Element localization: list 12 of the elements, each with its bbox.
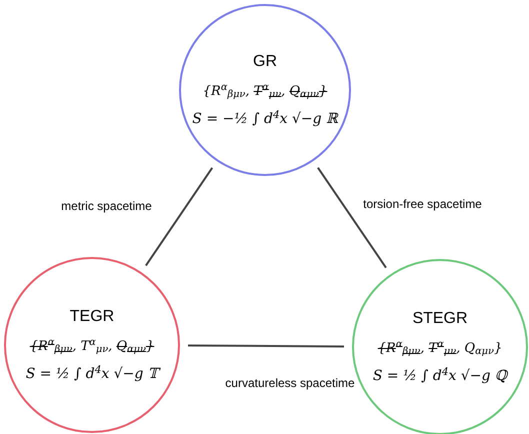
action-formula: S = ½ ∫ d$^{4}$x √−g ℚ (372, 366, 508, 386)
action-formula: S = ½ ∫ d$^{4}$x √−g 𝕋 (26, 364, 158, 386)
connector-line (317, 167, 387, 268)
theory-name: STEGR (412, 308, 468, 329)
tensor-set: {R$^{α}$$_{βμν}$, T$^{α}$$_{μν}$, Q$_{αμν}$} (202, 82, 328, 102)
theory-name: GR (253, 52, 277, 72)
connector-line (145, 167, 214, 266)
theory-name: TEGR (70, 306, 114, 327)
action-formula: S = −½ ∫ d$^{4}$x √−g ℝ (192, 109, 338, 130)
tensor-set: {R$^{α}$$_{βμν}$, T$^{α}$$_{μν}$, Q$_{αμν}$} (378, 338, 502, 358)
connector-line (188, 344, 344, 348)
tensor-set: {R$^{α}$$_{βμν}$, T$^{α}$$_{μν}$, Q$_{αμν}$} (30, 336, 154, 356)
